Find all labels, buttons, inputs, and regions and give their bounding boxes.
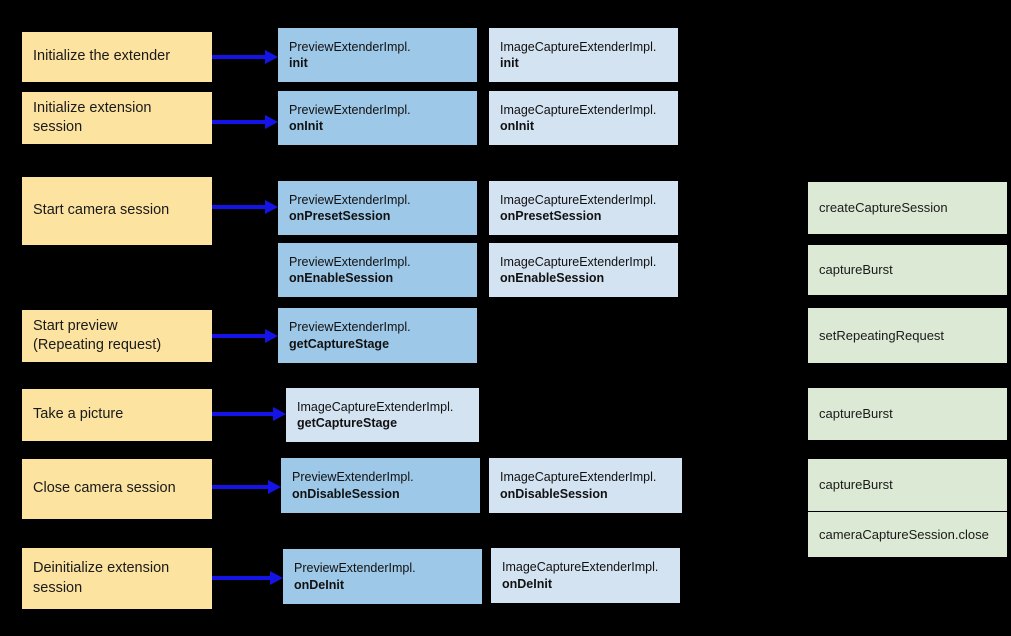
image-capture-extender-box-ondisablesession: ImageCaptureExtenderImpl. onDisableSessi… <box>489 458 682 513</box>
image-capture-extender-class: ImageCaptureExtenderImpl. <box>500 192 657 207</box>
stage-box-close-camera-session: Close camera session <box>22 459 212 519</box>
arrow-shaft <box>212 120 265 124</box>
stage-box-deinitialize-extension-session: Deinitialize extension session <box>22 548 212 609</box>
stage-box-initialize-extension-session: Initialize extension session <box>22 92 212 144</box>
image-capture-extender-box-ondeinit: ImageCaptureExtenderImpl. onDeInit <box>491 548 680 603</box>
stage-label-line: session <box>33 119 83 135</box>
camera2-label: captureBurst <box>819 477 893 493</box>
camera2-label: captureBurst <box>819 262 893 278</box>
arrow-head-icon <box>265 200 278 214</box>
camera2-box-createcapturesession: createCaptureSession <box>808 182 1007 234</box>
stage-box-initialize-extender: Initialize the extender <box>22 32 212 82</box>
stage-label-line: Start camera session <box>33 202 170 219</box>
preview-extender-class: PreviewExtenderImpl. <box>292 470 414 484</box>
stage-label-line: (Repeating request) <box>33 337 162 353</box>
preview-extender-class: PreviewExtenderImpl. <box>289 192 411 207</box>
stage-box-start-preview: Start preview (Repeating request) <box>22 310 212 362</box>
preview-extender-method: onPresetSession <box>289 209 391 223</box>
image-capture-extender-box-oninit: ImageCaptureExtenderImpl. onInit <box>489 91 678 145</box>
preview-extender-method: onInit <box>289 119 324 133</box>
arrow-head-icon <box>265 329 278 343</box>
stage-box-start-camera-session: Start camera session <box>22 177 212 245</box>
preview-extender-class: PreviewExtenderImpl. <box>294 561 416 575</box>
preview-extender-box-ondisablesession: PreviewExtenderImpl. onDisableSession <box>281 458 480 513</box>
image-capture-extender-box-onpresetsession: ImageCaptureExtenderImpl. onPresetSessio… <box>489 181 678 235</box>
preview-extender-box-oninit: PreviewExtenderImpl. onInit <box>278 91 477 145</box>
camera2-label: setRepeatingRequest <box>819 327 945 343</box>
arrow-shaft <box>212 576 270 580</box>
preview-extender-box-onenablesession: PreviewExtenderImpl. onEnableSession <box>278 243 477 297</box>
preview-extender-method: init <box>289 56 308 70</box>
image-capture-extender-class: ImageCaptureExtenderImpl. <box>500 470 657 484</box>
arrow-shaft <box>212 55 265 59</box>
preview-extender-class: PreviewExtenderImpl. <box>289 254 411 269</box>
arrow-shaft <box>212 205 265 209</box>
arrow-shaft <box>212 485 268 489</box>
image-capture-extender-class: ImageCaptureExtenderImpl. <box>500 254 657 269</box>
preview-extender-method: getCaptureStage <box>289 336 390 351</box>
stage-label-line: session <box>33 579 83 596</box>
preview-extender-class: PreviewExtenderImpl. <box>289 102 411 117</box>
preview-extender-method: onDeInit <box>294 577 344 592</box>
preview-extender-method: onEnableSession <box>289 271 394 285</box>
arrow-head-icon <box>265 50 278 64</box>
image-capture-extender-method: onInit <box>500 119 535 133</box>
image-capture-extender-class: ImageCaptureExtenderImpl. <box>500 102 657 117</box>
stage-label-line: Deinitialize extension <box>33 560 170 577</box>
stage-label-line: Take a picture <box>33 406 124 423</box>
stage-box-take-a-picture: Take a picture <box>22 389 212 441</box>
image-capture-extender-box-getcapturestage: ImageCaptureExtenderImpl. getCaptureStag… <box>286 388 479 442</box>
camera2-label: createCaptureSession <box>819 200 948 216</box>
image-capture-extender-class: ImageCaptureExtenderImpl. <box>297 399 454 414</box>
image-capture-extender-box-init: ImageCaptureExtenderImpl. init <box>489 28 678 82</box>
arrow-shaft <box>212 412 273 416</box>
arrow-head-icon <box>268 480 281 494</box>
preview-extender-box-ondeinit: PreviewExtenderImpl. onDeInit <box>283 549 482 604</box>
image-capture-extender-box-onenablesession: ImageCaptureExtenderImpl. onEnableSessio… <box>489 243 678 297</box>
image-capture-extender-method: onDisableSession <box>500 486 608 501</box>
camera2-label: captureBurst <box>819 406 893 422</box>
stage-label-line: Start preview <box>33 317 118 334</box>
preview-extender-class: PreviewExtenderImpl. <box>289 320 411 334</box>
preview-extender-box-getcapturestage: PreviewExtenderImpl. getCaptureStage <box>278 308 477 363</box>
arrow-shaft <box>212 334 265 338</box>
image-capture-extender-method: onDeInit <box>502 576 552 591</box>
preview-extender-box-init: PreviewExtenderImpl. init <box>278 28 477 82</box>
stage-label-line: Initialize extension <box>33 99 152 116</box>
camera2-box-captureburst-2: captureBurst <box>808 388 1007 440</box>
camera2-box-captureburst-3: captureBurst <box>808 459 1007 511</box>
image-capture-extender-class: ImageCaptureExtenderImpl. <box>502 560 659 574</box>
image-capture-extender-class: ImageCaptureExtenderImpl. <box>500 39 657 54</box>
camera2-box-setrepeatingrequest: setRepeatingRequest <box>808 308 1007 363</box>
stage-label-line: Initialize the extender <box>33 48 171 65</box>
image-capture-extender-method: init <box>500 56 519 70</box>
image-capture-extender-method: onPresetSession <box>500 209 602 223</box>
image-capture-extender-method: getCaptureStage <box>297 416 398 430</box>
camera2-label: cameraCaptureSession.close <box>819 526 989 542</box>
camera2-box-captureburst-1: captureBurst <box>808 245 1007 295</box>
preview-extender-class: PreviewExtenderImpl. <box>289 39 411 54</box>
camera2-box-cameracapturesessionclose: cameraCaptureSession.close <box>808 512 1007 557</box>
image-capture-extender-method: onEnableSession <box>500 271 605 285</box>
preview-extender-box-onpresetsession: PreviewExtenderImpl. onPresetSession <box>278 181 477 235</box>
stage-label-line: Close camera session <box>33 480 176 497</box>
arrow-head-icon <box>270 571 283 585</box>
arrow-head-icon <box>265 115 278 129</box>
preview-extender-method: onDisableSession <box>292 486 400 501</box>
arrow-head-icon <box>273 407 286 421</box>
